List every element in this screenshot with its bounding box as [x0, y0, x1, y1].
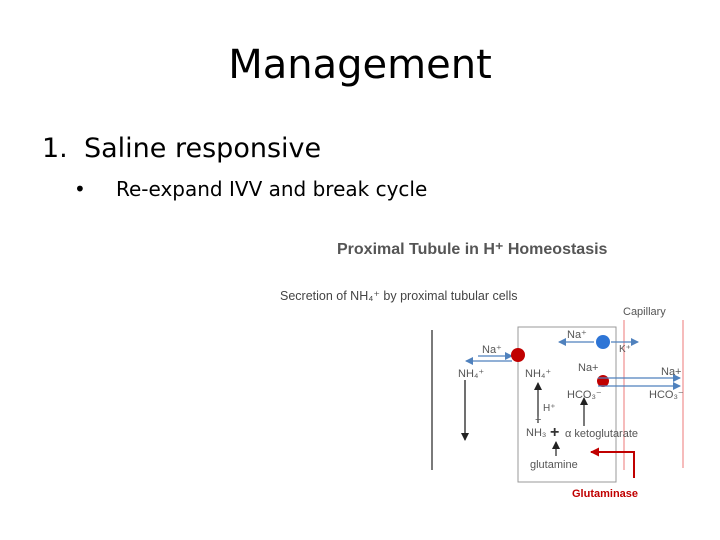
bullet-icon: •: [74, 177, 86, 201]
na-hco3-cotransporter-dot: [597, 375, 609, 387]
ketoglutarate-label: α ketoglutarate: [565, 428, 638, 440]
nh3-label: NH₃: [526, 427, 546, 439]
hco3-cell-label: HCO₃⁻: [567, 389, 602, 401]
h-plus-label: H⁺: [543, 403, 556, 414]
glutaminase-label: Glutaminase: [572, 488, 638, 500]
hco3-right-label: HCO₃⁻: [649, 389, 684, 401]
capillary-label: Capillary: [623, 306, 666, 318]
slide-title: Management: [228, 42, 492, 88]
na-k-pump-dot: [596, 335, 610, 349]
item-text: Saline responsive: [84, 133, 322, 164]
subitem-text: Re-expand IVV and break cycle: [116, 177, 428, 201]
k-label: K⁺: [619, 344, 631, 355]
diagram-title: Proximal Tubule in H⁺ Homeostasis: [337, 241, 608, 258]
na-right-label: Na+: [661, 366, 682, 378]
tubular-cell: [517, 326, 617, 483]
nh4-lumen-label: NH₄⁺: [458, 368, 484, 380]
na-left-label: Na⁺: [482, 344, 502, 356]
list-item-saline-responsive: 1. Saline responsive: [42, 133, 321, 164]
diagram-subtitle: Secretion of NH₄⁺ by proximal tubular ce…: [280, 289, 518, 303]
plus-small: +: [535, 414, 541, 426]
sub-list-item: • Re-expand IVV and break cycle: [74, 177, 427, 201]
item-number: 1.: [42, 133, 68, 164]
glutaminase-arrow: [590, 447, 635, 478]
nh4-cell-label: NH₄⁺: [525, 368, 551, 380]
na-top-label: Na⁺: [567, 329, 587, 341]
glutamine-label: glutamine: [530, 459, 578, 471]
plus-big: +: [550, 424, 559, 441]
na-nh4-exchanger-dot: [511, 348, 525, 362]
na-mid-label: Na+: [578, 362, 599, 374]
